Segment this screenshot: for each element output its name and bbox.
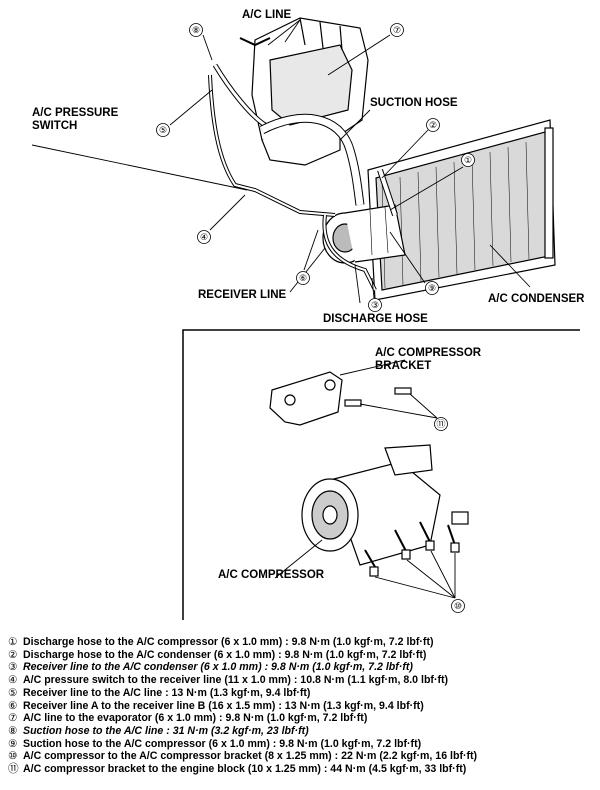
legend-text: Discharge hose to the A/C compressor (6 … — [23, 636, 434, 648]
legend-item-7: ⑦ A/C line to the evaporator (6 x 1.0 mm)… — [8, 712, 598, 725]
label-ac-compressor: A/C COMPRESSOR — [218, 569, 325, 581]
label-ac-line: A/C LINE — [242, 9, 292, 21]
legend-text: Discharge hose to the A/C condenser (6 x… — [23, 648, 427, 661]
legend-item-1: ① Discharge hose to the A/C compressor (6… — [8, 636, 598, 649]
legend-text: Suction hose to the A/C compressor (6 x … — [23, 737, 422, 750]
label-compressor-bracket-line1: A/C COMPRESSOR — [375, 347, 482, 359]
legend-number: ⑪ — [8, 763, 19, 776]
legend-number: ⑩ — [8, 750, 18, 763]
leader-lines — [31, 19, 531, 599]
legend-number: ⑧ — [8, 724, 18, 737]
legend-item-4: ④ A/C pressure switch to the receiver lin… — [8, 674, 598, 687]
legend-number: ② — [8, 648, 18, 661]
label-compressor-bracket-line2: BRACKET — [375, 360, 431, 372]
legend-number: ① — [8, 636, 18, 648]
callout-2: ② — [429, 121, 437, 131]
callout-8: ⑧ — [192, 26, 200, 36]
evaporator-unit — [251, 17, 369, 166]
compressor-top-drawing — [322, 204, 406, 264]
legend-item-10: ⑩ A/C compressor to the A/C compressor br… — [8, 750, 598, 763]
legend-number: ⑦ — [8, 712, 18, 725]
callout-5: ⑤ — [159, 126, 167, 136]
bracket-drawing — [269, 371, 412, 426]
callout-markers — [156, 23, 475, 613]
inset-frame — [182, 329, 580, 620]
legend-number: ⑤ — [8, 686, 18, 699]
label-suction-hose: SUCTION HOSE — [370, 97, 458, 109]
callout-10: ⑩ — [454, 602, 462, 612]
callout-4: ④ — [200, 233, 208, 243]
callout-6: ⑥ — [299, 274, 307, 284]
legend-item-2: ② Discharge hose to the A/C condenser (6 … — [8, 649, 598, 662]
ac-system-diagram: A/C LINE A/C PRESSURE SWITCH SUCTION HOS… — [31, 9, 585, 620]
legend-item-11: ⑪ A/C compressor bracket to the engine bl… — [8, 763, 598, 776]
legend-text: A/C line to the evaporator (6 x 1.0 mm) … — [23, 712, 368, 725]
callout-1: ① — [464, 156, 472, 166]
label-receiver-line: RECEIVER LINE — [198, 289, 287, 301]
ac-lines — [208, 37, 398, 291]
legend-text: A/C compressor to the A/C compressor bra… — [23, 750, 478, 763]
legend-number: ③ — [8, 661, 18, 674]
legend-item-6: ⑥ Receiver line A to the receiver line B … — [8, 700, 598, 713]
legend-number: ④ — [8, 674, 18, 687]
label-ac-pressure-switch-line1: A/C PRESSURE — [32, 107, 119, 119]
legend-number: ⑨ — [8, 737, 18, 750]
callout-11: ⑪ — [436, 419, 445, 430]
legend-text: Receiver line to the A/C line : 13 N·m (… — [23, 686, 311, 699]
legend-text: Suction hose to the A/C line : 31 N·m (3… — [23, 724, 309, 737]
legend-number: ⑥ — [8, 699, 18, 712]
callout-7: ⑦ — [393, 26, 401, 36]
compressor-drawing — [301, 444, 469, 577]
legend-text: Receiver line A to the receiver line B (… — [23, 699, 424, 712]
callout-3: ③ — [371, 301, 379, 311]
legend-item-8: ⑧ Suction hose to the A/C line : 31 N·m (… — [8, 725, 598, 738]
legend-text: A/C compressor bracket to the engine blo… — [23, 763, 467, 776]
torque-spec-list: ① Discharge hose to the A/C compressor (6… — [8, 636, 598, 776]
legend-text: A/C pressure switch to the receiver line… — [23, 674, 449, 687]
legend-item-5: ⑤ Receiver line to the A/C line : 13 N·m … — [8, 687, 598, 700]
label-discharge-hose: DISCHARGE HOSE — [323, 313, 428, 325]
legend-item-9: ⑨ Suction hose to the A/C compressor (6 x… — [8, 738, 598, 751]
label-ac-condenser: A/C CONDENSER — [488, 293, 585, 305]
legend-text: Receiver line to the A/C condenser (6 x … — [23, 661, 413, 674]
label-ac-pressure-switch-line2: SWITCH — [32, 120, 77, 132]
callout-9: ⑨ — [428, 284, 436, 294]
legend-item-3: ③ Receiver line to the A/C condenser (6 x… — [8, 661, 598, 674]
